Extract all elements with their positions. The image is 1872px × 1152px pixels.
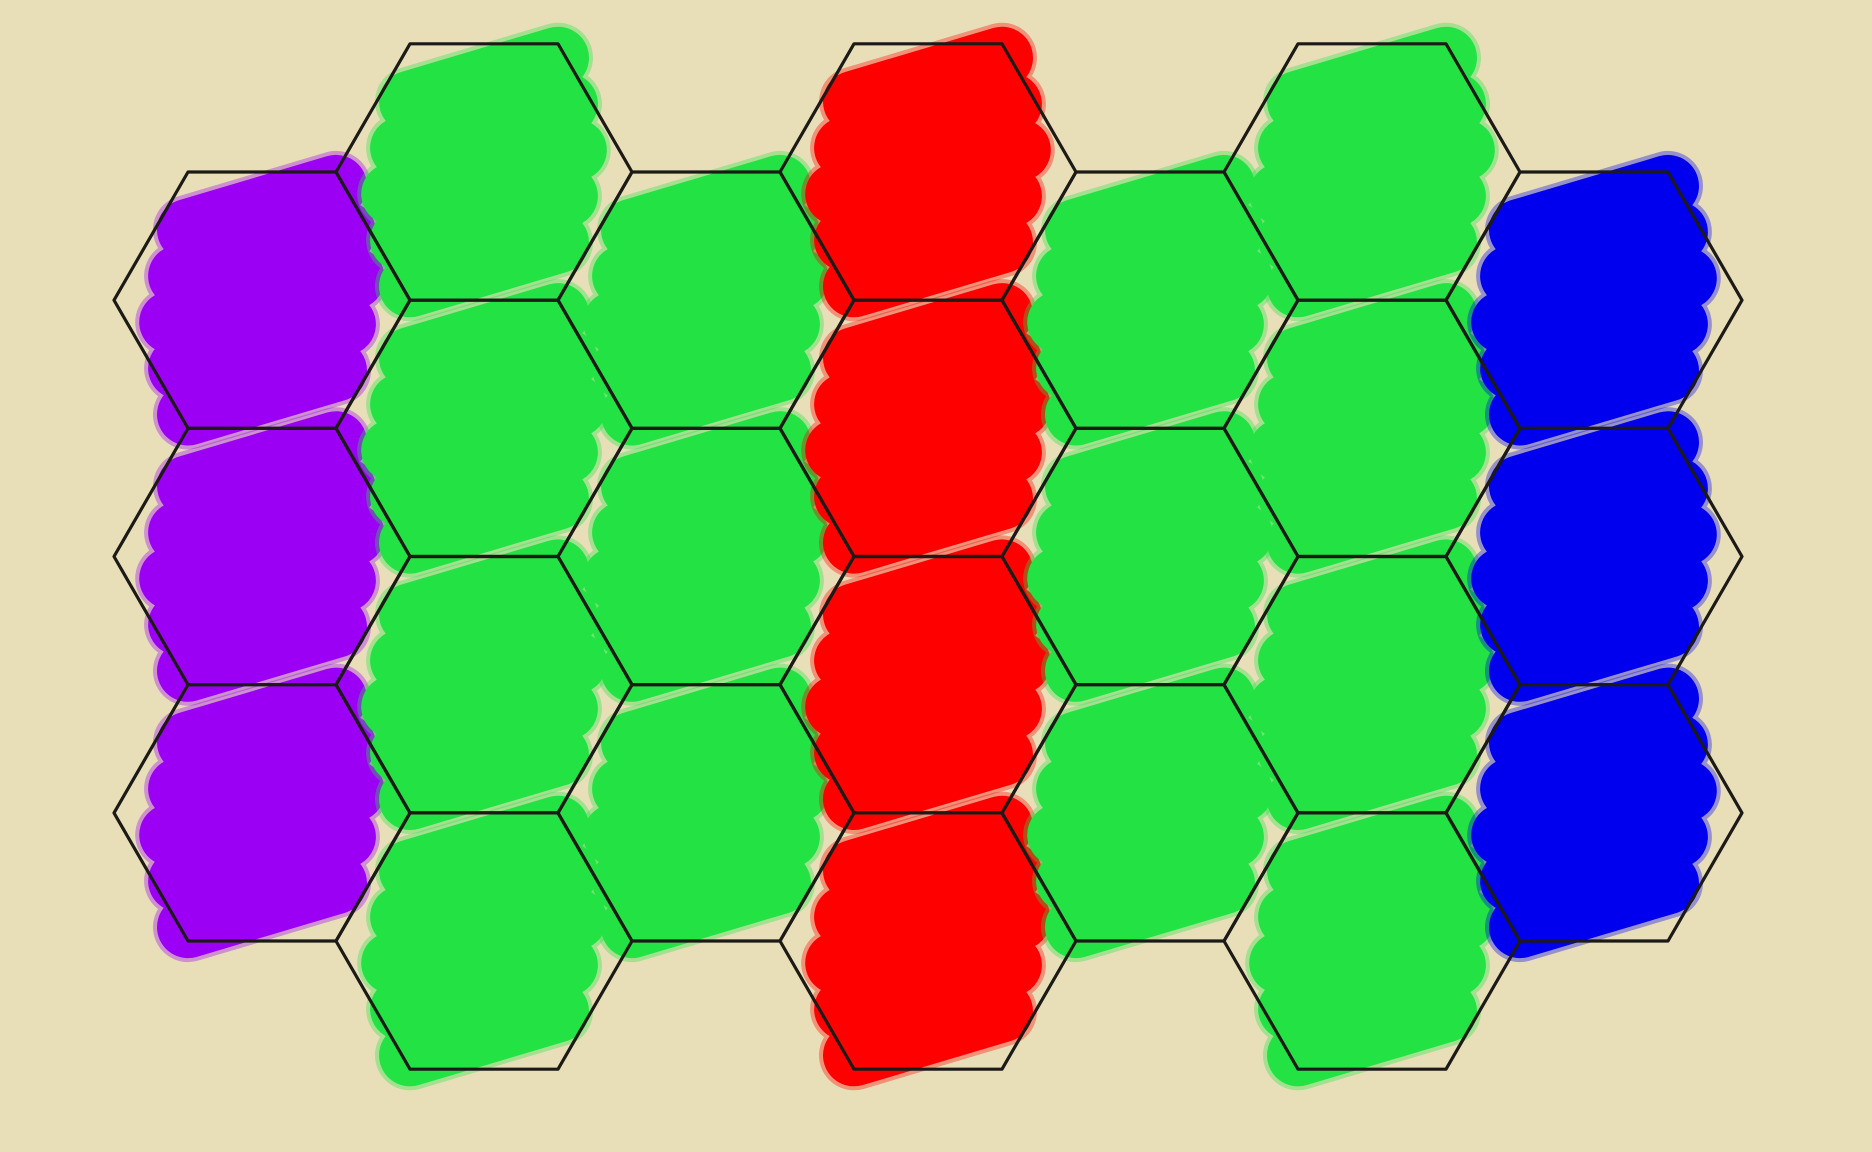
purple-region bbox=[135, 150, 389, 963]
hex-cell-c7r3[interactable] bbox=[1444, 683, 1744, 943]
green-region-right bbox=[1023, 22, 1499, 1091]
scribble-c7r2 bbox=[1471, 411, 1717, 702]
scribble-c5r3 bbox=[1027, 667, 1273, 959]
scribble-c2r2 bbox=[361, 283, 607, 574]
hex-grid-lines bbox=[112, 42, 1744, 1071]
scribble-c7r3 bbox=[1471, 667, 1717, 959]
red-region bbox=[801, 22, 1055, 1091]
scribble-c7r1 bbox=[1471, 154, 1717, 446]
scribble-c5r2 bbox=[1027, 411, 1273, 702]
scribble-c6r3 bbox=[1249, 539, 1495, 830]
color-scribble-layer bbox=[135, 22, 1721, 1091]
scribble-c1r2 bbox=[139, 411, 385, 702]
scribble-c6r2 bbox=[1249, 283, 1495, 574]
scribble-c5r1 bbox=[1027, 154, 1273, 446]
scribble-c6r4 bbox=[1249, 795, 1495, 1087]
scribble-c2r3 bbox=[361, 539, 607, 830]
green-region-left bbox=[357, 22, 833, 1091]
blue-region bbox=[1467, 150, 1721, 963]
scribble-c3r2 bbox=[583, 411, 829, 702]
scribble-c4r3 bbox=[805, 539, 1051, 830]
scribble-c3r1 bbox=[583, 154, 829, 446]
scribble-c4r2 bbox=[805, 283, 1051, 574]
scribble-c6r1 bbox=[1249, 26, 1495, 318]
scribble-c4r4 bbox=[805, 795, 1051, 1087]
scribble-c1r3 bbox=[139, 667, 385, 959]
scribble-c3r3 bbox=[583, 667, 829, 959]
scribble-c1r1 bbox=[139, 154, 385, 446]
scribble-c2r1 bbox=[361, 26, 607, 318]
scribble-c2r4 bbox=[361, 795, 607, 1087]
scribble-c4r1 bbox=[805, 26, 1051, 318]
